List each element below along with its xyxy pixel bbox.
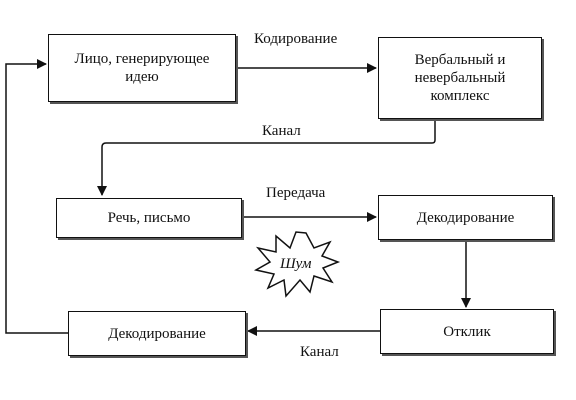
response-box: Отклик [380,309,554,354]
transmission-label: Передача [266,185,326,201]
noise-burst-shape [253,231,341,298]
sender-box: Лицо, генерирующее идею [48,34,236,102]
channel-bottom-label: Канал [300,344,339,360]
verbal-complex-box: Вербальный и невербальный комплекс [378,37,542,119]
verbal-complex-text: Вербальный и невербальный комплекс [414,52,506,104]
speech-text: Речь, письмо [107,210,191,226]
decoding-bottom-text: Декодирование [108,325,206,342]
encoding-label: Кодирование [254,31,338,47]
channel-top-label: Канал [262,123,301,139]
decoding-top-text: Декодирование [416,209,515,226]
noise-label: Шум [280,256,312,272]
arrow-channel-top [97,118,436,196]
decoding-top-box: Декодирование [378,195,553,240]
decoding-bottom-box: Декодирование [68,311,246,356]
sender-text: Лицо, генерирующее идею [74,51,210,85]
response-text: Отклик [443,323,491,340]
speech-box: Речь, письмо [56,198,242,238]
arrow-feedback [5,59,68,334]
